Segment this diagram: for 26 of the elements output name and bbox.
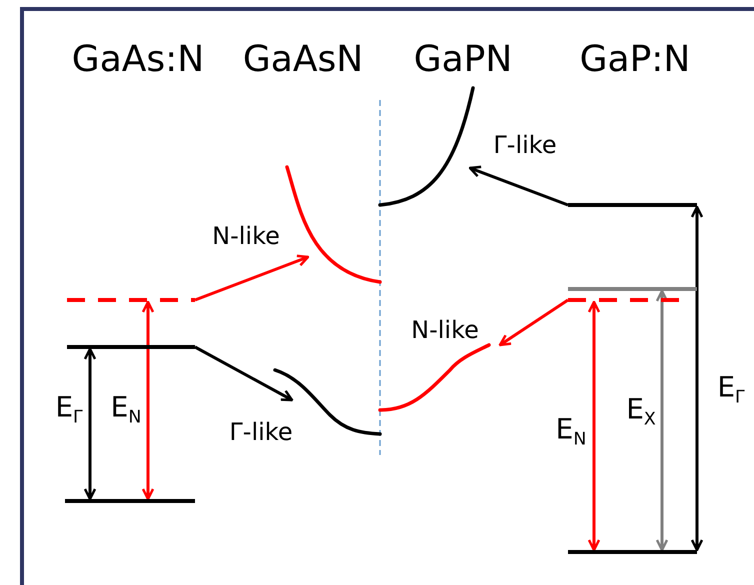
energy-level	[568, 287, 697, 291]
column-heading: GaPN	[414, 42, 512, 78]
energy-label: E$_{N}$	[556, 415, 586, 449]
energy-level	[568, 550, 697, 554]
energy-gap-arrow	[142, 300, 154, 500]
energy-gap-arrow	[84, 348, 96, 500]
band-curve	[377, 342, 492, 413]
energy-label: E$_{X}$	[626, 395, 656, 429]
energy-label: E$_{N}$	[110, 393, 142, 427]
column-heading: GaAsN	[242, 42, 364, 78]
band-curve	[377, 85, 476, 208]
energy-level	[568, 203, 697, 207]
arrow	[194, 254, 310, 302]
energy-gap-arrow	[656, 290, 668, 552]
energy-label: E$_{Γ}$	[55, 393, 83, 427]
band-curve	[284, 164, 383, 285]
dashed-energy-level	[67, 298, 195, 302]
column-heading: GaAs:N	[72, 42, 204, 78]
arrow	[194, 346, 294, 402]
arrow	[468, 166, 569, 206]
column-heading: GaP:N	[580, 42, 690, 78]
energy-gap-arrow	[690, 206, 704, 552]
energy-level	[65, 499, 195, 503]
energy-level	[67, 345, 195, 349]
energy-label: E$_{Γ}$	[717, 373, 745, 407]
energy-gap-arrow	[588, 300, 600, 552]
